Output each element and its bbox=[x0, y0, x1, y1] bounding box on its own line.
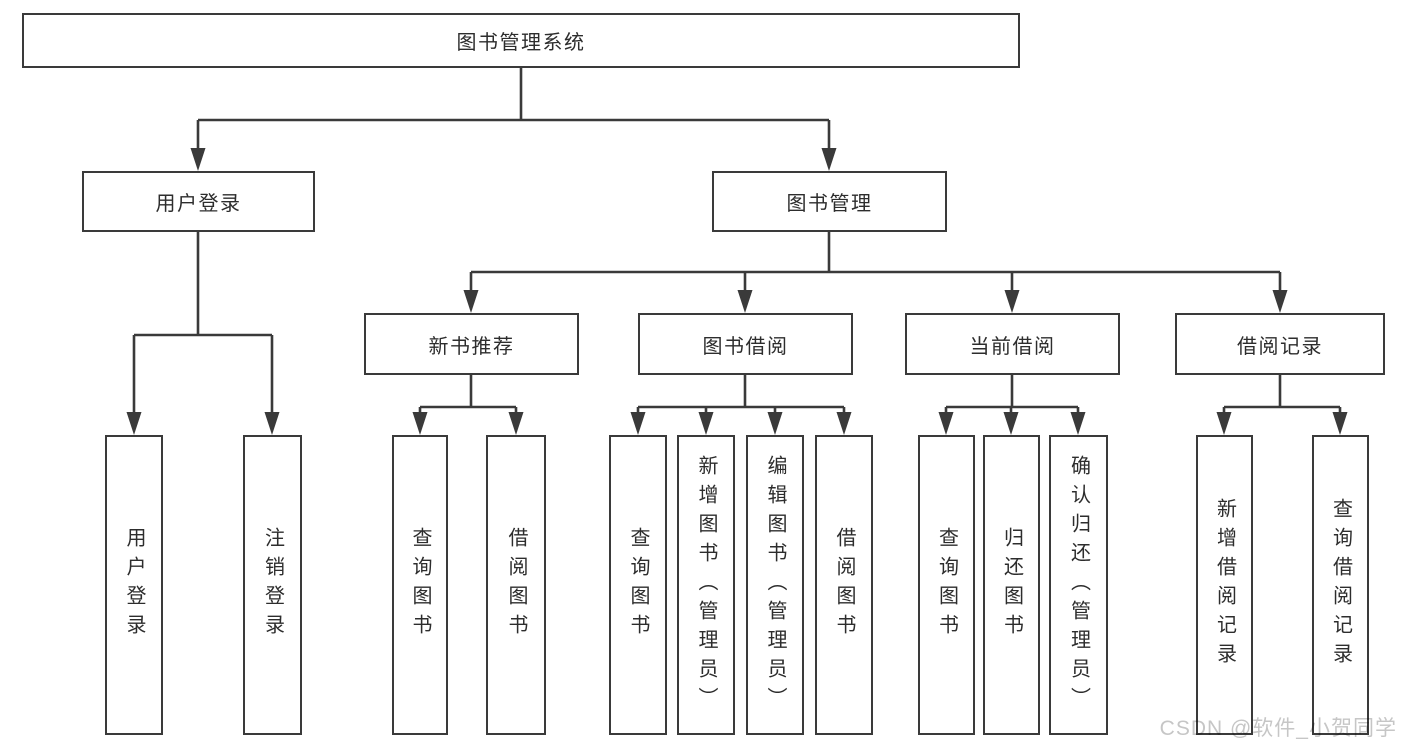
leaf-br-query-record: 查询借阅记录 bbox=[1312, 435, 1369, 735]
leaf-br-add-record: 新增借阅记录 bbox=[1196, 435, 1253, 735]
node-new-book-recommend: 新书推荐 bbox=[364, 313, 579, 375]
leaf-bb-add-books-admin-label: 新增图书（管理员） bbox=[695, 454, 717, 716]
connector-bookmgmt-to-level3 bbox=[469, 232, 1282, 294]
node-borrow-record: 借阅记录 bbox=[1175, 313, 1385, 375]
arrowheads bbox=[126, 148, 1348, 435]
connector-newbookrec-to-leaves bbox=[418, 375, 518, 416]
leaf-user-login: 用户登录 bbox=[105, 435, 163, 735]
connector-currentborrow-to-leaves bbox=[944, 375, 1080, 416]
node-current-borrow-label: 当前借阅 bbox=[969, 335, 1056, 358]
node-root-label: 图书管理系统 bbox=[456, 32, 586, 54]
leaf-bb-add-books-admin: 新增图书（管理员） bbox=[677, 435, 735, 735]
node-book-management: 图书管理 bbox=[712, 171, 947, 232]
leaf-nbr-query-books-label: 查询图书 bbox=[409, 527, 431, 643]
leaf-cb-query-books: 查询图书 bbox=[918, 435, 975, 735]
node-borrow-record-label: 借阅记录 bbox=[1237, 335, 1323, 358]
leaf-cb-confirm-return-admin-label: 确认归还（管理员） bbox=[1067, 454, 1090, 716]
leaf-logout-label: 注销登录 bbox=[261, 527, 284, 643]
node-book-management-label: 图书管理 bbox=[786, 193, 873, 215]
node-book-borrow: 图书借阅 bbox=[638, 313, 853, 375]
node-current-borrow: 当前借阅 bbox=[905, 313, 1120, 375]
node-root: 图书管理系统 bbox=[22, 13, 1020, 68]
leaf-bb-edit-books-admin: 编辑图书（管理员） bbox=[746, 435, 804, 735]
leaf-bb-borrow-books: 借阅图书 bbox=[815, 435, 873, 735]
leaf-cb-return-books: 归还图书 bbox=[983, 435, 1040, 735]
node-user-login: 用户登录 bbox=[82, 171, 315, 232]
leaf-bb-query-books-label: 查询图书 bbox=[627, 527, 649, 643]
node-user-login-label: 用户登录 bbox=[155, 193, 242, 215]
node-new-book-recommend-label: 新书推荐 bbox=[428, 335, 515, 358]
node-book-borrow-label: 图书借阅 bbox=[702, 335, 789, 358]
leaf-cb-return-books-label: 归还图书 bbox=[1000, 527, 1023, 643]
leaf-nbr-borrow-books: 借阅图书 bbox=[486, 435, 546, 735]
leaf-nbr-borrow-books-label: 借阅图书 bbox=[505, 527, 527, 643]
leaf-br-add-record-label: 新增借阅记录 bbox=[1213, 498, 1236, 672]
leaf-cb-query-books-label: 查询图书 bbox=[935, 527, 958, 643]
leaf-logout: 注销登录 bbox=[243, 435, 302, 735]
leaf-bb-query-books: 查询图书 bbox=[609, 435, 667, 735]
leaf-cb-confirm-return-admin: 确认归还（管理员） bbox=[1049, 435, 1108, 735]
leaf-bb-edit-books-admin-label: 编辑图书（管理员） bbox=[764, 454, 786, 716]
leaf-nbr-query-books: 查询图书 bbox=[392, 435, 448, 735]
leaf-bb-borrow-books-label: 借阅图书 bbox=[833, 527, 855, 643]
connector-borrowrecord-to-leaves bbox=[1222, 375, 1342, 416]
leaf-user-login-label: 用户登录 bbox=[123, 527, 145, 643]
leaf-br-query-record-label: 查询借阅记录 bbox=[1329, 498, 1352, 672]
connector-bookborrow-to-leaves bbox=[636, 375, 846, 416]
connector-userlogin-to-leaves bbox=[132, 232, 274, 416]
connector-root-to-level2 bbox=[196, 68, 831, 152]
